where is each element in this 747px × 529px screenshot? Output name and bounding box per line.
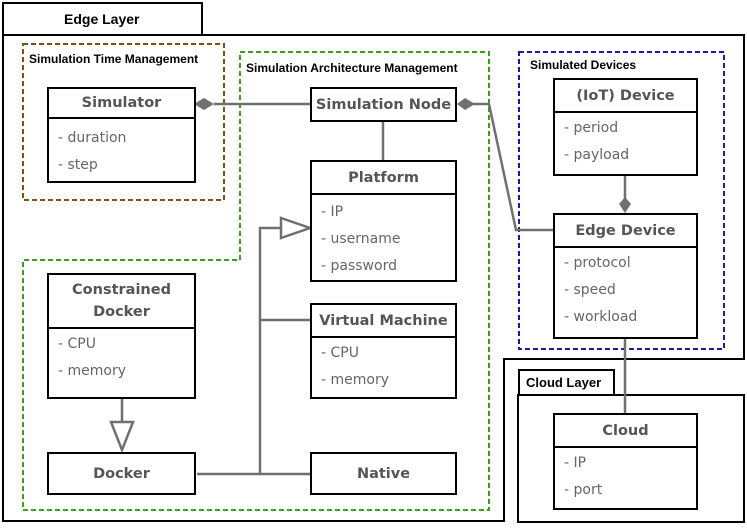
- generalization-arrow-platform: [279, 216, 314, 240]
- edge-device-name: Edge Device: [555, 215, 696, 248]
- devices-group-title: Simulated Devices: [530, 58, 637, 72]
- iot-device-attr-payload: - payload: [564, 147, 630, 163]
- simulator-attrs: - duration - step: [49, 119, 194, 179]
- native-name: Native: [356, 465, 411, 482]
- constrained-docker-attr-memory: - memory: [58, 363, 126, 379]
- virtual-machine-attr-cpu: - CPU: [321, 345, 359, 361]
- constrained-docker-name-line1: Constrained: [72, 282, 171, 298]
- iot-device-class[interactable]: (IoT) Device - period - payload: [553, 78, 698, 176]
- time-group-border: [22, 43, 225, 201]
- cloud-class[interactable]: Cloud - IP - port: [553, 413, 698, 510]
- link-node-edge-device: [472, 102, 553, 232]
- constrained-docker-header: Constrained Docker: [49, 275, 194, 329]
- platform-attr-username: - username: [321, 231, 401, 247]
- simulator-attr-step: - step: [58, 157, 98, 173]
- constrained-docker-attrs: - CPU - memory: [49, 329, 194, 385]
- link-generalization-trunk: [258, 226, 281, 474]
- virtual-machine-name: Virtual Machine: [312, 305, 455, 338]
- diamond-node-right: [457, 98, 475, 110]
- diamond-edge-device: [619, 197, 631, 213]
- arch-group-border: [22, 51, 490, 511]
- edge-layer-label: Edge Layer: [64, 11, 140, 27]
- simulator-name: Simulator: [49, 89, 194, 119]
- simulation-node-class[interactable]: Simulation Node: [310, 87, 457, 122]
- virtual-machine-attr-memory: - memory: [321, 372, 389, 388]
- platform-class[interactable]: Platform - IP - username - password: [310, 160, 457, 282]
- platform-name: Platform: [312, 162, 455, 195]
- cloud-attr-ip: - IP: [564, 455, 587, 471]
- iot-device-attrs: - period - payload: [555, 113, 696, 169]
- simulator-attr-duration: - duration: [58, 130, 127, 146]
- constrained-docker-attr-cpu: - CPU: [58, 336, 96, 352]
- arch-group-title: Simulation Architecture Management: [246, 61, 458, 75]
- virtual-machine-class[interactable]: Virtual Machine - CPU - memory: [310, 303, 457, 399]
- edge-device-attr-speed: - speed: [564, 282, 616, 298]
- platform-attr-password: - password: [321, 258, 397, 274]
- diamond-simulator: [194, 98, 214, 110]
- time-group-title: Simulation Time Management: [29, 52, 199, 66]
- cloud-layer-label: Cloud Layer: [526, 375, 602, 390]
- cloud-attr-port: - port: [564, 482, 603, 498]
- docker-name: Docker: [93, 465, 150, 482]
- simulator-class[interactable]: Simulator - duration - step: [47, 87, 196, 183]
- edge-device-class[interactable]: Edge Device - protocol - speed - workloa…: [553, 213, 698, 339]
- cloud-layer-tab: Cloud Layer: [518, 369, 615, 396]
- platform-attr-ip: - IP: [321, 204, 344, 220]
- docker-class[interactable]: Docker: [47, 452, 196, 495]
- iot-device-attr-period: - period: [564, 120, 619, 136]
- constrained-docker-class[interactable]: Constrained Docker - CPU - memory: [47, 273, 196, 399]
- platform-attrs: - IP - username - password: [312, 195, 455, 280]
- native-class[interactable]: Native: [310, 452, 457, 495]
- virtual-machine-attrs: - CPU - memory: [312, 338, 455, 394]
- edge-device-attrs: - protocol - speed - workload: [555, 248, 696, 331]
- cloud-name: Cloud: [555, 415, 696, 448]
- cloud-attrs: - IP - port: [555, 448, 696, 504]
- simulation-node-name: Simulation Node: [315, 96, 452, 113]
- iot-device-name: (IoT) Device: [555, 80, 696, 113]
- edge-device-attr-protocol: - protocol: [564, 255, 631, 271]
- generalization-arrow-docker: [109, 420, 135, 454]
- devices-group-border: [518, 51, 725, 350]
- edge-device-attr-workload: - workload: [564, 309, 638, 325]
- edge-layer-tab: Edge Layer: [2, 2, 203, 36]
- constrained-docker-name-line2: Docker: [93, 304, 150, 320]
